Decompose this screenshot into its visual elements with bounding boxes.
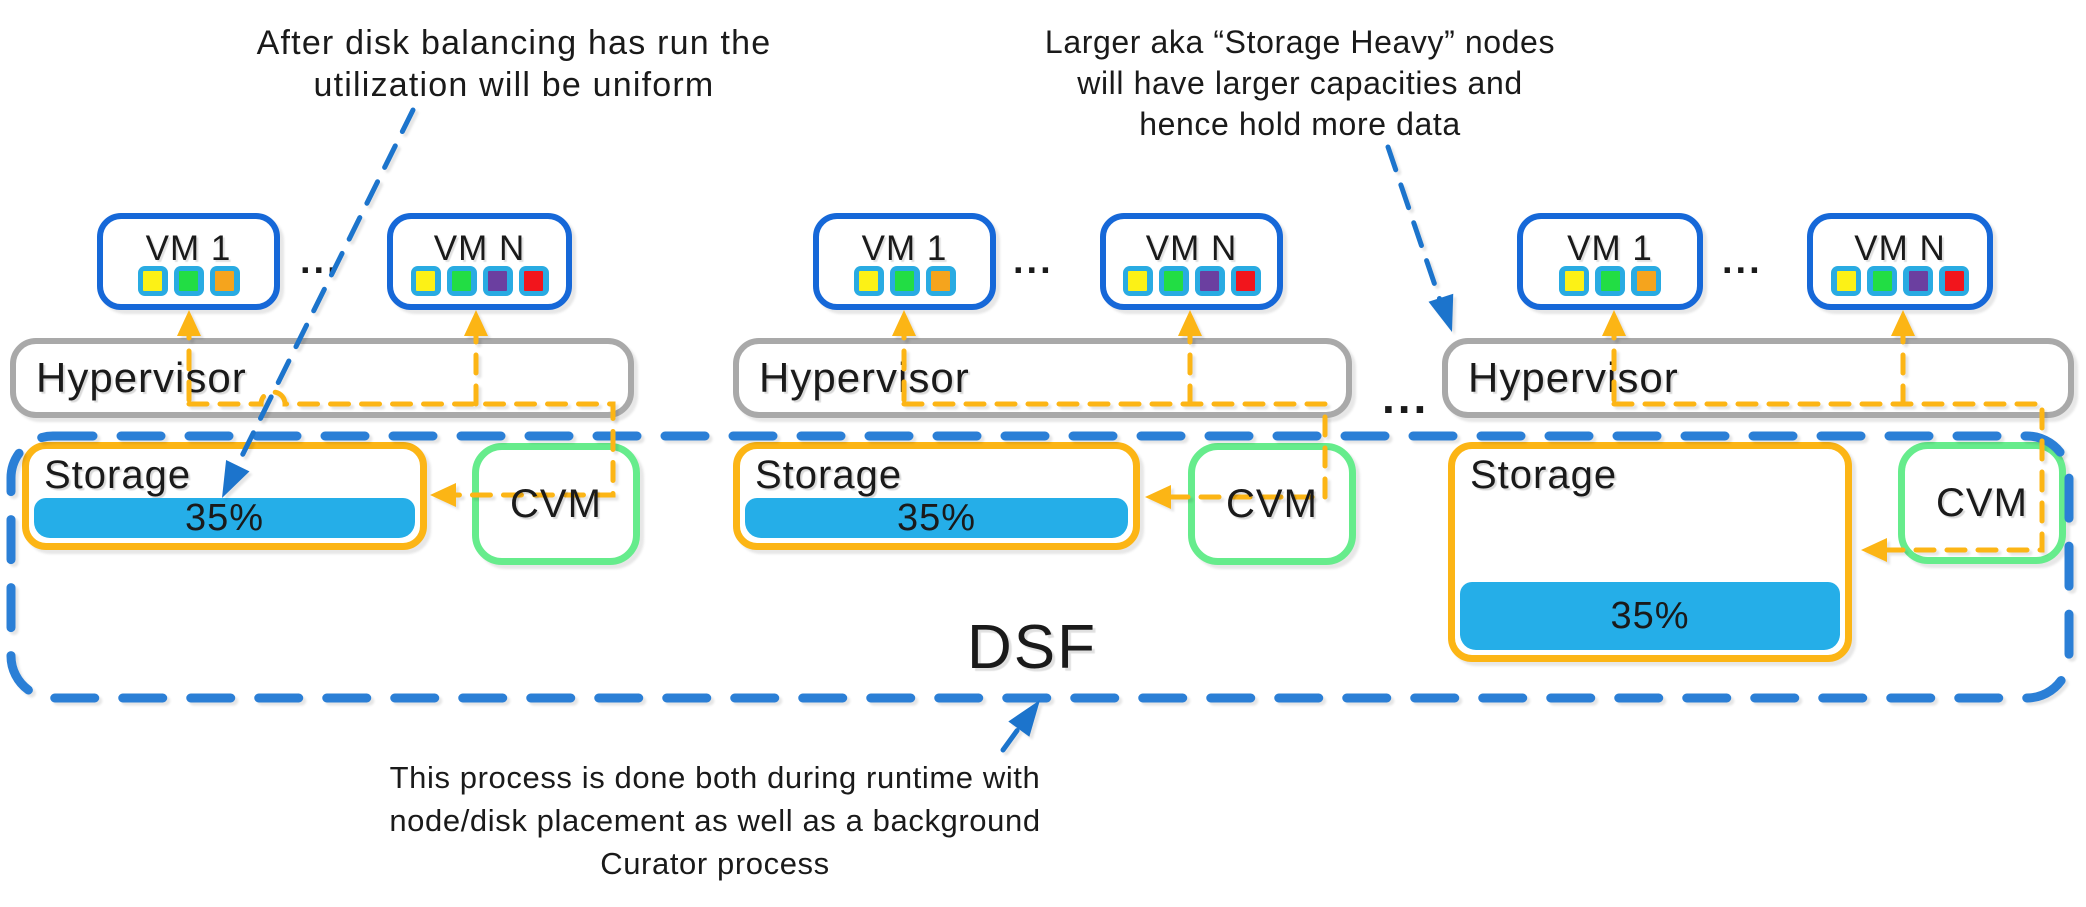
annotation-line: After disk balancing has run the [256,24,772,62]
annotation-line: hence hold more data [1139,106,1461,142]
annotation-line: node/disk placement as well as a backgro… [389,803,1041,838]
vm-label: VM N [1145,229,1238,268]
arrow-left-icon [1861,538,1887,562]
vm-disk-chip-icon [1595,266,1625,296]
vm-ellipsis: ... [300,240,341,282]
vm-box-1: VM 1 [97,213,280,310]
vm-disk-chip-icon [1867,266,1897,296]
vm-disk-chips [1523,266,1697,296]
dsf-label: DSF [967,613,1097,682]
vm-disk-chip-icon [410,266,441,296]
utilization-bar: 35% [1460,582,1840,650]
vm-disk-chip-icon [853,266,884,296]
vm-label: VM 1 [861,229,948,268]
utilization-value: 35% [896,496,977,539]
vm-disk-chip-icon [1230,266,1261,296]
utilization-value: 35% [1610,594,1690,637]
vm-disk-chip-icon [1194,266,1225,296]
arrow-up-icon [1178,310,1202,336]
vm-disk-chip-icon [482,266,513,296]
vm-disk-chip-icon [518,266,549,296]
vm-disk-chip-icon [209,266,240,296]
annotation-curator-process: This process is done both during runtime… [315,756,1115,885]
arrow-up-icon [892,310,916,336]
vm-disk-chip-icon [1903,266,1933,296]
arrow-up-icon [1891,310,1915,336]
arrow-up-icon [177,310,201,336]
hypervisor-label: Hypervisor [36,354,247,401]
vm-box-n: VM N [1807,213,1993,310]
node-ellipsis: ... [1382,371,1430,423]
annotation-disk-balancing: After disk balancing has run the utiliza… [164,22,864,106]
arrow-head-icon [1008,700,1040,737]
cvm-label: CVM [1226,481,1318,526]
arrow-head-icon [1428,293,1454,332]
hypervisor-box: Hypervisor [733,338,1352,418]
vm-disk-chips [1813,266,1987,296]
storage-box: Storage 35% [733,442,1140,550]
hypervisor-label: Hypervisor [759,354,970,401]
vm-box-n: VM N [387,213,572,310]
annotation-line: Larger aka “Storage Heavy” nodes [1044,24,1556,60]
vm-label: VM N [1854,229,1946,268]
utilization-bar: 35% [745,496,1128,539]
vm-disk-chips [393,266,566,296]
vm-disk-chip-icon [925,266,956,296]
storage-label: Storage [755,453,903,497]
annotation-line: This process is done both during runtime… [389,760,1041,795]
vm-disk-chip-icon [1939,266,1969,296]
cvm-label: CVM [510,481,602,526]
annotation-line: Curator process [600,846,830,881]
storage-box-heavy: Storage 35% [1448,442,1852,662]
cvm-label: CVM [1936,480,2028,525]
storage-label: Storage [1470,453,1618,497]
vm-disk-chip-icon [173,266,204,296]
vm-disk-chip-icon [446,266,477,296]
annotation-line: utilization will be uniform [313,66,715,104]
vm-disk-chips [819,266,990,296]
utilization-bar: 35% [34,496,415,539]
vm-disk-chips [1106,266,1277,296]
vm-disk-chips [103,266,274,296]
vm-box-1: VM 1 [813,213,996,310]
vm-ellipsis: ... [1013,240,1054,282]
vm-ellipsis: ... [1722,240,1763,282]
vm-disk-chip-icon [889,266,920,296]
vm-disk-chip-icon [1831,266,1861,296]
vm-disk-chip-icon [1158,266,1189,296]
cvm-box: CVM [472,443,640,565]
vm-disk-chip-icon [137,266,168,296]
arrow-left-icon [430,483,456,507]
annotation-storage-heavy: Larger aka “Storage Heavy” nodes will ha… [1000,22,1600,145]
vm-disk-chip-icon [1559,266,1589,296]
annotation-line: will have larger capacities and [1077,65,1523,101]
vm-label: VM 1 [1567,229,1653,268]
vm-box-n: VM N [1100,213,1283,310]
storage-label: Storage [44,453,192,497]
vm-label: VM 1 [145,229,232,268]
hypervisor-box: Hypervisor [10,338,634,418]
hypervisor-box: Hypervisor [1442,338,2074,418]
cvm-box: CVM [1188,443,1356,565]
arrow-up-icon [1602,310,1626,336]
annotation-arrow-storage-heavy [1385,144,1454,332]
vm-label: VM N [433,229,526,268]
utilization-value: 35% [184,496,265,539]
arrow-left-icon [1145,485,1171,509]
vm-box-1: VM 1 [1517,213,1703,310]
storage-box: Storage 35% [22,442,427,550]
annotation-arrow-curator [1000,700,1040,753]
vm-disk-chip-icon [1122,266,1153,296]
hypervisor-label: Hypervisor [1468,354,1679,401]
cvm-box: CVM [1898,442,2066,564]
arrow-up-icon [464,310,488,336]
vm-disk-chip-icon [1631,266,1661,296]
